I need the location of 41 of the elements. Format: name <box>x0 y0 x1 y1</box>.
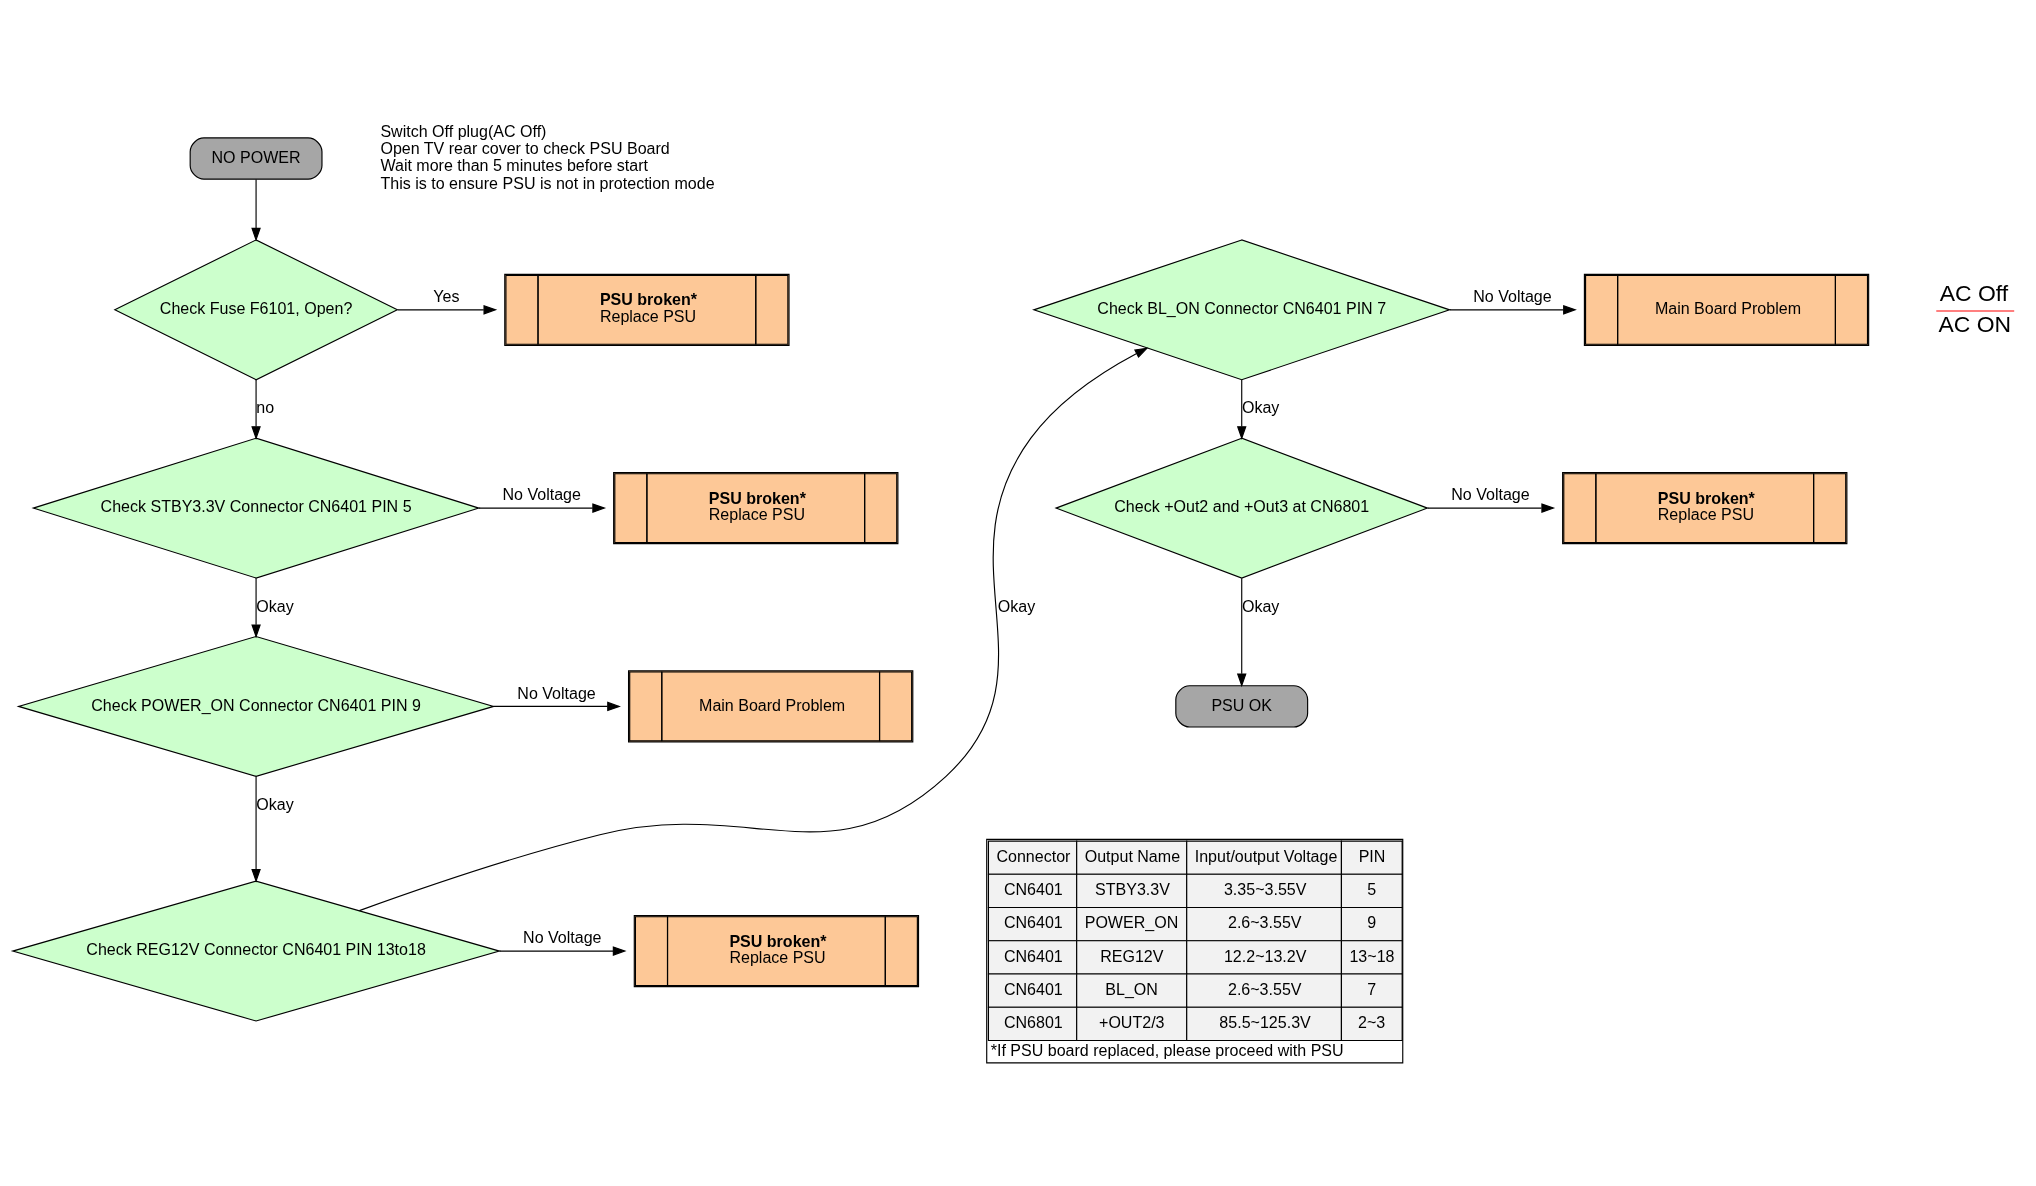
label: Switch Off plug(AC Off) <box>380 121 547 140</box>
edge-label: Yes <box>433 286 460 305</box>
label: This is to ensure PSU is not in protection mode <box>380 173 715 192</box>
label: Input/output Voltage <box>1194 846 1338 865</box>
edge-label: Okay <box>997 595 1036 614</box>
edge-label: Okay <box>1241 397 1280 416</box>
edge-label: No Voltage <box>1473 286 1552 305</box>
label: Output Name <box>1084 846 1181 865</box>
label: CN6401 <box>1003 979 1063 998</box>
label: CN6801 <box>1003 1012 1063 1031</box>
label: AC ON <box>1938 310 2012 337</box>
label: 3.35~3.55V <box>1223 879 1307 898</box>
label: AC Off <box>1939 279 2009 306</box>
edge-label: Okay <box>256 595 294 614</box>
edge-label: Okay <box>256 794 294 813</box>
label: PIN <box>1358 846 1386 865</box>
label: +OUT2/3 <box>1099 1012 1165 1031</box>
label: BL_ON <box>1105 979 1158 998</box>
edge-label: No Voltage <box>1451 484 1530 503</box>
label: 13~18 <box>1349 946 1395 965</box>
edge-label: No Voltage <box>517 683 596 702</box>
label: *If PSU board replaced, please proceed with PSU <box>990 1040 1344 1059</box>
label: 2.6~3.55V <box>1227 979 1302 998</box>
label: CN6401 <box>1003 912 1063 931</box>
edge-label: Okay <box>1241 595 1280 614</box>
label: POWER_ON <box>1084 912 1179 931</box>
label: 2.6~3.55V <box>1227 912 1302 931</box>
label: 85.5~125.3V <box>1219 1012 1311 1031</box>
label: 5 <box>1367 879 1377 898</box>
label: 7 <box>1367 979 1377 998</box>
label: REG12V <box>1100 946 1164 965</box>
label: 9 <box>1367 912 1377 931</box>
label: STBY3.3V <box>1095 879 1170 898</box>
edge-label: no <box>256 397 275 416</box>
label: 12.2~13.2V <box>1223 946 1307 965</box>
edge-label: No Voltage <box>502 484 581 503</box>
edge-label: No Voltage <box>523 927 602 946</box>
label: Connector <box>996 846 1071 865</box>
label: CN6401 <box>1003 946 1063 965</box>
label: CN6401 <box>1003 879 1063 898</box>
label: 2~3 <box>1358 1012 1386 1031</box>
